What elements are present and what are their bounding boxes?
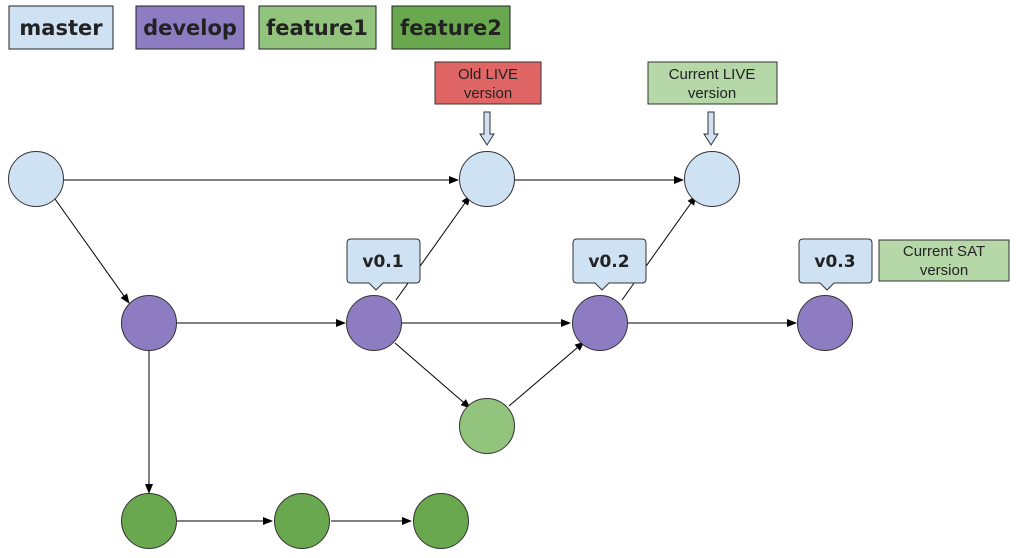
legend-feature2-label: feature2 (400, 16, 502, 40)
legend-feature2: feature2 (391, 5, 511, 50)
legend-feature2-swatch (391, 5, 511, 50)
legend-master: master (8, 5, 114, 50)
note-current-live: Current LIVE version (647, 61, 778, 146)
edge-d2-f1a (394, 342, 471, 409)
edge-f1a-d3 (508, 341, 585, 407)
legend-develop: develop (135, 5, 245, 50)
edge-m1-d1 (54, 198, 130, 304)
tag-v03-label: v0.3 (814, 252, 855, 272)
tag-v03-bubble (798, 238, 873, 291)
tag-v02-label: v0.2 (588, 252, 629, 272)
commit-node-master (684, 151, 740, 207)
note-current-sat-line2: version (920, 262, 968, 279)
commit-node-feature2 (121, 493, 177, 549)
legend-develop-label: develop (143, 16, 237, 40)
legend-feature1: feature1 (258, 5, 377, 50)
legend-feature1-swatch (258, 5, 377, 50)
commit-node-feature1 (459, 398, 515, 454)
commit-node-feature2 (413, 493, 469, 549)
commit-nodes (8, 151, 853, 549)
tag-v01-label: v0.1 (362, 252, 403, 272)
commit-node-develop (797, 295, 853, 351)
commit-node-develop (572, 295, 628, 351)
legend-feature1-label: feature1 (266, 16, 368, 40)
note-current-sat: Current SAT version (878, 239, 1010, 282)
note-current-sat-box (878, 239, 1010, 282)
note-old-live-box (434, 61, 542, 105)
commit-node-master (8, 151, 64, 207)
tag-v02: v0.2 (572, 238, 647, 291)
legend-master-label: master (19, 16, 103, 40)
edges (54, 176, 797, 525)
tag-v01-bubble (346, 238, 421, 291)
note-current-live-line1: Current LIVE (669, 66, 756, 83)
commit-node-develop (121, 295, 177, 351)
tag-v03: v0.3 (798, 238, 873, 291)
note-old-live-line1: Old LIVE (458, 66, 518, 83)
note-current-live-line2: version (688, 85, 736, 102)
note-current-live-box (647, 61, 778, 105)
commit-node-feature2 (274, 493, 330, 549)
legend: master develop feature1 feature2 (8, 5, 511, 50)
down-arrow-icon (703, 111, 719, 146)
down-arrow-icon (479, 111, 495, 146)
commit-node-master (459, 151, 515, 207)
tag-v02-bubble (572, 238, 647, 291)
note-old-live-line2: version (464, 85, 512, 102)
commit-node-develop (346, 295, 402, 351)
tag-v01: v0.1 (346, 238, 421, 291)
legend-develop-swatch (135, 5, 245, 50)
note-old-live: Old LIVE version (434, 61, 542, 146)
note-current-sat-line1: Current SAT (903, 243, 985, 260)
legend-master-swatch (8, 5, 114, 50)
